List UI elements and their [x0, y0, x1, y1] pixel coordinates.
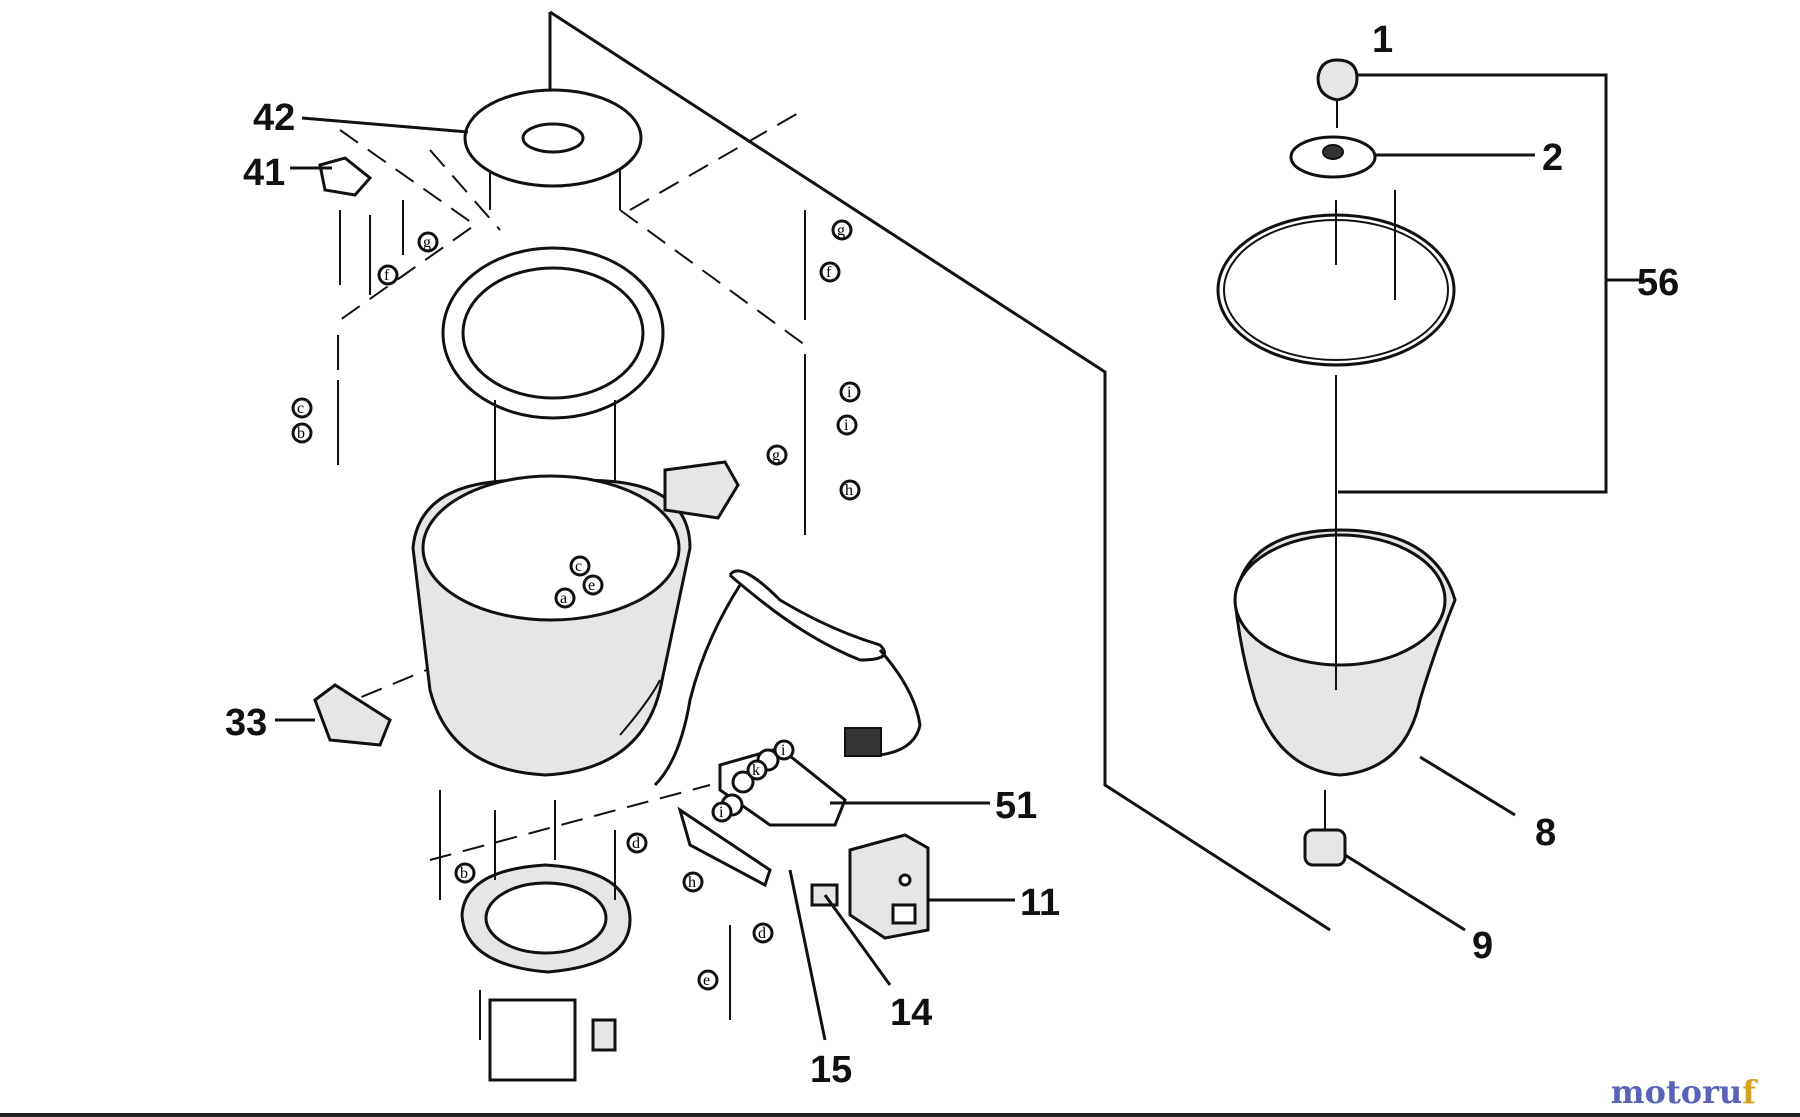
svg-text:i: i — [781, 742, 786, 759]
bottom-rule — [0, 1113, 1800, 1117]
dashed-guide-top-right — [629, 111, 801, 211]
pot-foot-9 — [1303, 790, 1347, 867]
dashed-guide-upper — [339, 129, 477, 321]
foot-piece — [591, 1018, 617, 1052]
svg-text:i: i — [719, 804, 724, 821]
callout-15: 15 — [810, 1049, 852, 1091]
svg-text:i: i — [847, 384, 852, 401]
wire-label-g2: g — [831, 219, 853, 241]
power-cord — [653, 569, 922, 787]
leader-9 — [1344, 853, 1466, 932]
watermark: motoruf — [1611, 1073, 1756, 1111]
svg-text:g: g — [772, 447, 780, 464]
wire-label-c2: c — [569, 555, 591, 577]
svg-text:g: g — [423, 234, 431, 251]
switch-part-15 — [677, 806, 772, 888]
bottom-base-plate — [460, 863, 632, 1082]
watermark-part-1: motoru — [1610, 1073, 1743, 1111]
switch-part-14 — [810, 883, 839, 907]
top-cover-plate — [463, 88, 643, 210]
wire-label-g1: g — [417, 231, 439, 253]
wire-label-k1: k — [746, 759, 768, 781]
leader-42 — [301, 116, 469, 134]
callout-14: 14 — [890, 992, 932, 1034]
wire-label-i2: i — [836, 414, 858, 436]
wire-label-f1: f — [377, 264, 399, 286]
wire-label-e2: e — [697, 969, 719, 991]
svg-text:f: f — [826, 264, 832, 281]
svg-text:b: b — [460, 865, 468, 882]
svg-text:h: h — [845, 482, 853, 499]
control-panel-11 — [848, 833, 930, 940]
svg-text:c: c — [575, 558, 582, 575]
wire-label-b1: b — [291, 422, 313, 444]
assembly-diagonal-line — [549, 10, 1331, 932]
svg-text:d: d — [632, 835, 640, 852]
handle-upper — [663, 460, 740, 520]
callout-1: 1 — [1372, 19, 1393, 61]
handle-33 — [313, 683, 392, 747]
wire-label-e1: e — [582, 574, 604, 596]
screw-cluster-bottom — [439, 790, 731, 1020]
svg-text:f: f — [384, 267, 390, 284]
watermark-part-2: f — [1742, 1073, 1756, 1111]
wire-label-bubbles: g f g f c b i i g h c a e d b h d e i k … — [291, 219, 861, 991]
callout-41: 41 — [243, 152, 285, 194]
callout-33: 33 — [225, 702, 267, 744]
wire-label-c1: c — [291, 397, 313, 419]
svg-text:d: d — [758, 925, 766, 942]
callout-51: 51 — [995, 785, 1037, 827]
svg-text:e: e — [703, 972, 710, 989]
dashed-guide-base — [429, 784, 711, 861]
callout-11: 11 — [1020, 882, 1060, 924]
svg-text:c: c — [297, 400, 304, 417]
callout-56: 56 — [1637, 262, 1679, 304]
leader-8 — [1419, 755, 1516, 817]
svg-text:a: a — [560, 590, 567, 607]
leader-15 — [788, 869, 827, 1041]
inner-ring — [441, 246, 665, 490]
wire-label-i1: i — [839, 381, 861, 403]
wire-label-h1: h — [839, 479, 861, 501]
screw-cluster-left — [337, 200, 404, 465]
svg-text:e: e — [588, 577, 595, 594]
bracket-41 — [318, 156, 373, 197]
svg-text:k: k — [752, 762, 760, 779]
callout-42: 42 — [253, 97, 295, 139]
wire-label-a1: a — [554, 587, 576, 609]
wire-label-d2: d — [752, 922, 774, 944]
knob-washer-2 — [1289, 135, 1377, 179]
wire-label-h2: h — [682, 871, 704, 893]
callout-8: 8 — [1535, 812, 1556, 854]
wire-label-i4: i — [711, 801, 733, 823]
callout-2: 2 — [1542, 137, 1563, 179]
wire-label-f2: f — [819, 261, 841, 283]
wire-label-b2: b — [454, 862, 476, 884]
svg-text:b: b — [297, 425, 305, 442]
wire-label-g3: g — [766, 444, 788, 466]
wire-label-i3: i — [773, 739, 795, 761]
callout-9: 9 — [1472, 925, 1493, 967]
svg-text:i: i — [844, 417, 849, 434]
svg-text:h: h — [688, 874, 696, 891]
lid — [1216, 190, 1456, 490]
lid-knob-1 — [1316, 58, 1359, 128]
leader-14 — [823, 894, 892, 986]
wire-label-d1: d — [626, 832, 648, 854]
inner-pot-8 — [1233, 490, 1457, 777]
dashed-guide-side — [329, 649, 476, 711]
bracket-56-line — [1338, 73, 1608, 494]
dashed-guide-mid — [429, 149, 501, 231]
svg-text:g: g — [837, 222, 845, 239]
outer-body — [411, 474, 692, 777]
